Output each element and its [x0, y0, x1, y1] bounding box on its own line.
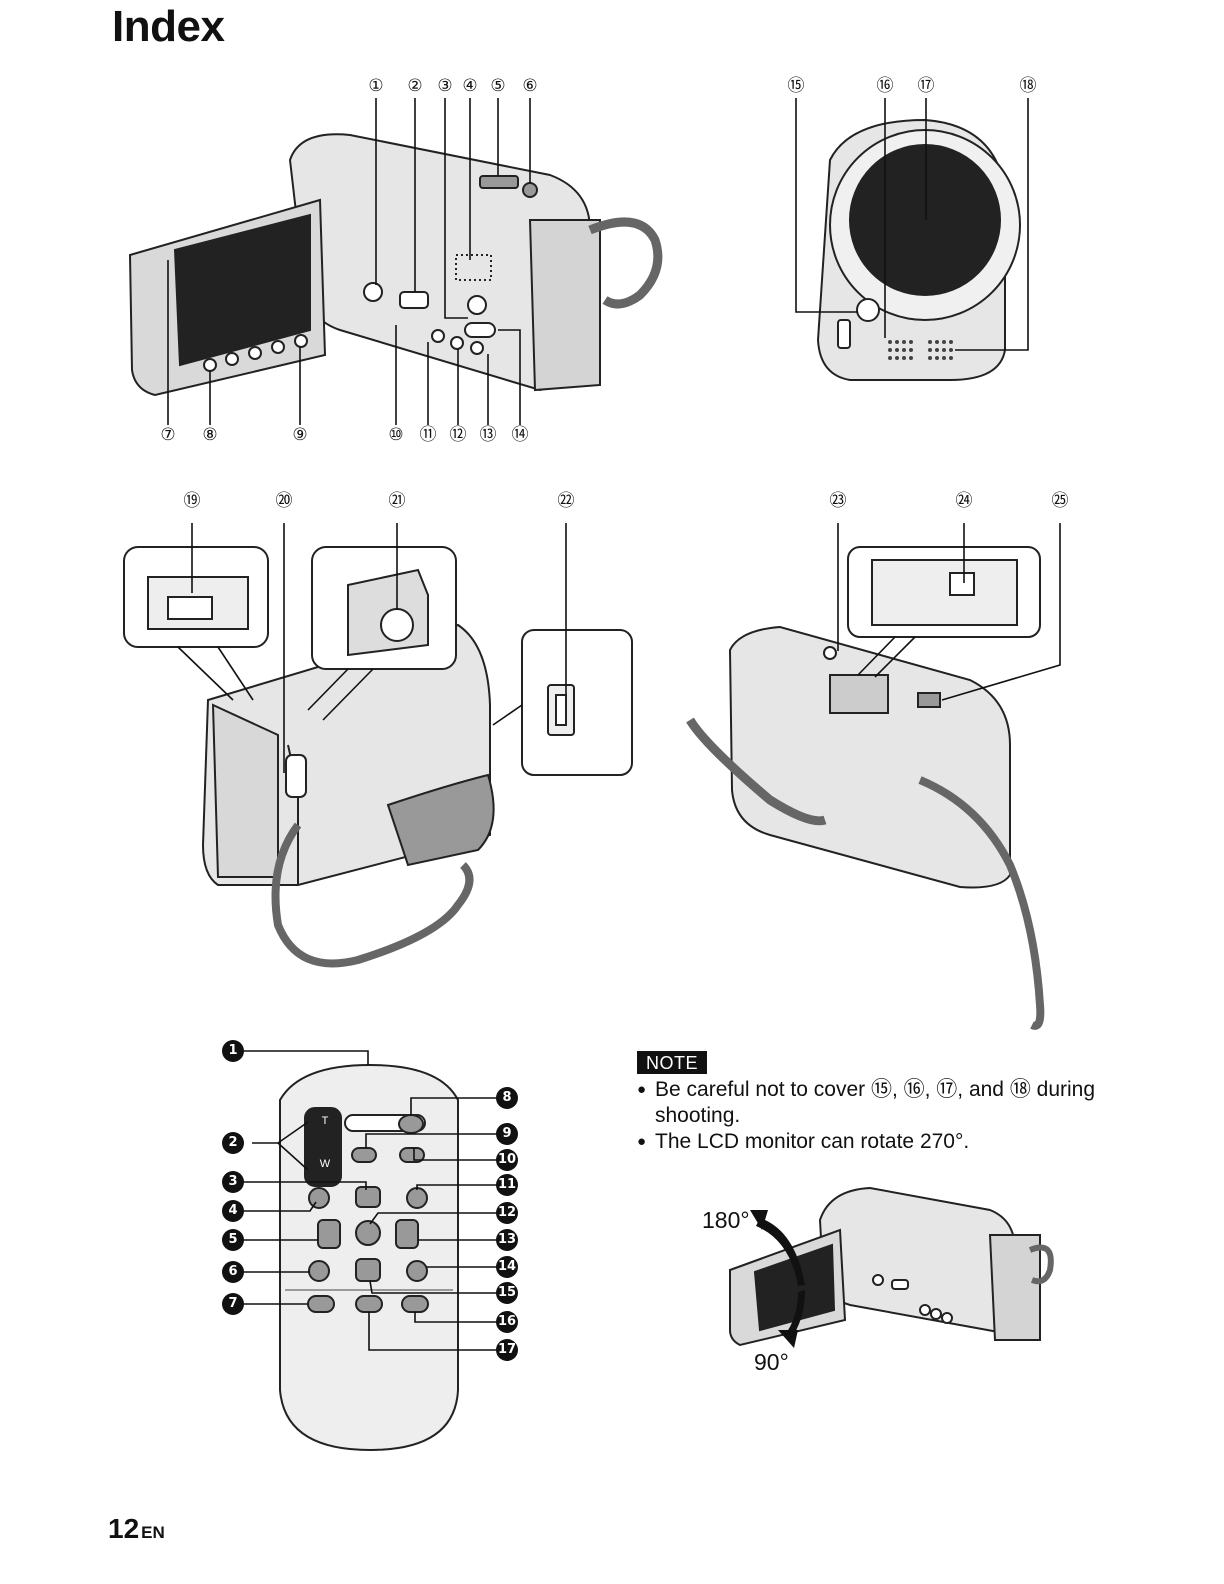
callout-label: ⑲	[181, 491, 203, 511]
remote-callout: 17	[496, 1339, 518, 1361]
remote-callout: 10	[496, 1149, 518, 1171]
remote-callout: 3	[222, 1171, 244, 1193]
lens-view-drawing	[790, 80, 1040, 390]
remote-callout: 5	[222, 1229, 244, 1251]
remote-callout: 13	[496, 1229, 518, 1251]
callout-label: ㉕	[1049, 491, 1071, 511]
remote-callout: 1	[222, 1040, 244, 1062]
lcd-rotation-drawing	[720, 1180, 1060, 1350]
callout-label: ⑰	[915, 76, 937, 96]
remote-callout: 2	[222, 1132, 244, 1154]
remote-callout: 15	[496, 1282, 518, 1304]
callout-label: ⑨	[289, 425, 311, 445]
callout-label: ⑦	[157, 425, 179, 445]
callout-label: ⑭	[509, 425, 531, 445]
note-badge: NOTE	[637, 1051, 707, 1074]
callout-label: ㉓	[827, 491, 849, 511]
callout-label: ②	[404, 76, 426, 96]
rotation-angle-180: 180°	[702, 1207, 750, 1234]
remote-control-drawing	[220, 1040, 530, 1460]
callout-label: ⑬	[477, 425, 499, 445]
remote-callout: 9	[496, 1123, 518, 1145]
remote-callout: 8	[496, 1087, 518, 1109]
page-title: Index	[112, 2, 224, 52]
remote-callout: 7	[222, 1293, 244, 1315]
page-language-code: EN	[141, 1523, 165, 1542]
callout-label: ⑳	[273, 491, 295, 511]
bottom-view-drawing	[680, 505, 1080, 1035]
callout-label: ③	[434, 76, 456, 96]
callout-label: ⑧	[199, 425, 221, 445]
callout-label: ⑫	[447, 425, 469, 445]
callout-label: ⑩	[385, 425, 407, 445]
note-list: Be careful not to cover ⑮, ⑯, ⑰, and ⑱ d…	[637, 1077, 1107, 1155]
remote-key-wide: W	[315, 1158, 335, 1170]
callout-label: ㉔	[953, 491, 975, 511]
remote-callout: 4	[222, 1200, 244, 1222]
callout-label: ④	[459, 76, 481, 96]
callout-label: ⑪	[417, 425, 439, 445]
callout-label: ⑮	[785, 76, 807, 96]
rear-view-drawing	[118, 505, 638, 975]
note-item: The LCD monitor can rotate 270°.	[637, 1129, 1107, 1155]
callout-label: ㉒	[555, 491, 577, 511]
callout-label: ⑤	[487, 76, 509, 96]
callout-label: ㉑	[386, 491, 408, 511]
remote-callout: 11	[496, 1174, 518, 1196]
callout-label: ⑯	[874, 76, 896, 96]
callout-label: ⑱	[1017, 76, 1039, 96]
rotation-angle-90: 90°	[754, 1349, 789, 1376]
remote-callout: 6	[222, 1261, 244, 1283]
callout-label: ⑥	[519, 76, 541, 96]
note-item: Be careful not to cover ⑮, ⑯, ⑰, and ⑱ d…	[637, 1077, 1107, 1129]
remote-callout: 12	[496, 1202, 518, 1224]
callout-label: ①	[365, 76, 387, 96]
remote-callout: 14	[496, 1256, 518, 1278]
front-view-drawing	[120, 80, 680, 440]
page-number-value: 12	[108, 1513, 139, 1544]
remote-key-tele: T	[315, 1115, 335, 1127]
remote-callout: 16	[496, 1311, 518, 1333]
